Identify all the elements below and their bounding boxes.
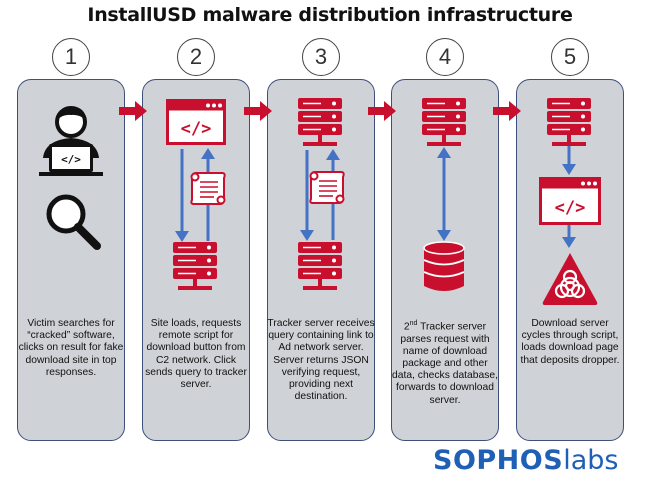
flow-arrow-1-2 xyxy=(119,101,147,121)
step-description-2: Site loads, requests remote script for d… xyxy=(145,318,247,391)
svg-text:</>: </> xyxy=(61,153,81,166)
server-icon xyxy=(547,98,591,146)
script-scroll-icon xyxy=(309,171,345,204)
server-icon xyxy=(173,242,217,290)
logo-sophos: SOPHOS xyxy=(433,445,564,476)
step-number-1: 1 xyxy=(52,38,90,76)
flow-arrow-2-3 xyxy=(244,101,272,121)
step-number-3: 3 xyxy=(302,38,340,76)
code-window-icon: </> xyxy=(539,177,601,225)
step-description-4-sup: nd xyxy=(409,320,418,327)
svg-text:</>: </> xyxy=(555,198,586,218)
server-icon xyxy=(422,98,466,146)
step-description-4-body: Tracker server parses request with name … xyxy=(392,321,498,406)
server-icon xyxy=(298,98,342,146)
svg-text:</>: </> xyxy=(181,119,212,139)
diagram-title: InstallUSD malware distribution infrastr… xyxy=(87,4,573,26)
logo-labs: labs xyxy=(563,445,619,476)
query-arrow xyxy=(437,147,451,241)
step-number-4: 4 xyxy=(426,38,464,76)
code-window-icon: </> xyxy=(166,99,226,145)
flow-down-arrow xyxy=(562,146,576,175)
database-icon xyxy=(423,241,465,291)
flow-arrow-3-4 xyxy=(368,101,396,121)
step-description-4-prefix: 2 xyxy=(403,321,410,333)
sophoslabs-logo: SOPHOSlabs xyxy=(433,446,618,476)
flow-down-arrow xyxy=(562,225,576,248)
step-description-4: 2nd Tracker server parses request with n… xyxy=(391,318,499,407)
step-number-5: 5 xyxy=(551,38,589,76)
flow-arrow-4-5 xyxy=(493,101,521,121)
step-description-1: Victim searches for “cracked” software, … xyxy=(18,318,124,378)
biohazard-icon xyxy=(542,253,598,305)
user-laptop-icon: </> xyxy=(39,106,103,176)
server-icon xyxy=(298,242,342,290)
script-scroll-icon xyxy=(190,172,226,205)
magnifier-icon xyxy=(46,194,101,250)
step-number-2: 2 xyxy=(177,38,215,76)
step-description-3: Tracker server receives query containing… xyxy=(267,318,375,403)
step-description-5: Download server cycles through script, l… xyxy=(520,318,620,366)
